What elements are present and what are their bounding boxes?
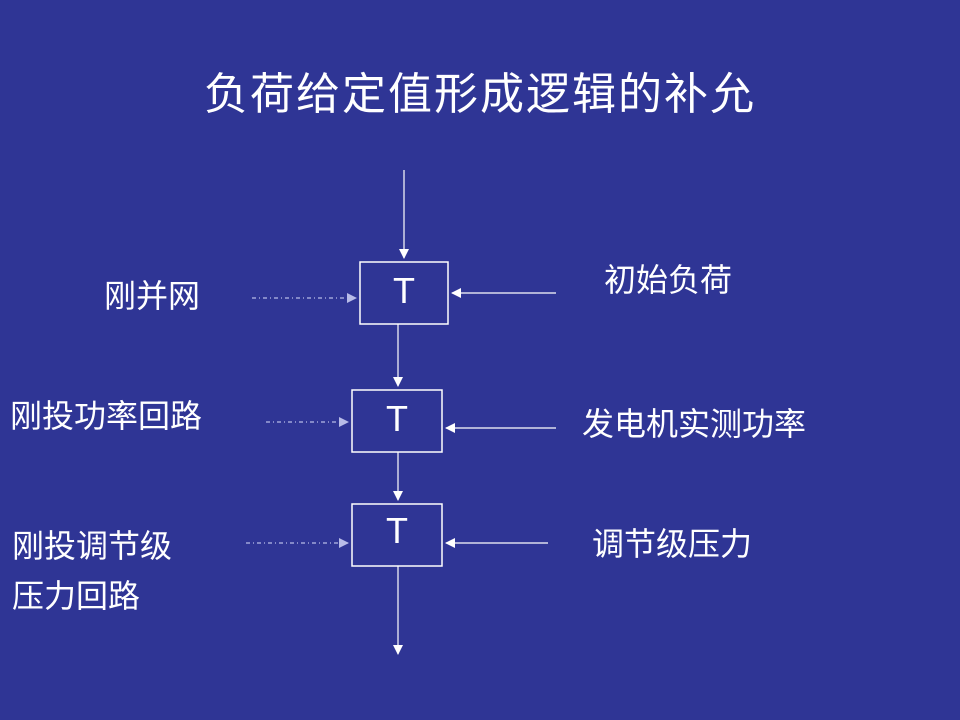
t-block-2 <box>351 389 443 453</box>
t-block-1-label: T <box>393 270 415 311</box>
left-input-label-3-line2: 压力回路 <box>12 577 141 615</box>
t-block-3 <box>351 503 443 567</box>
left-input-label-2: 刚投功率回路 <box>10 397 203 435</box>
left-input-label-1: 刚并网 <box>104 277 201 315</box>
right-input-label-3: 调节级压力 <box>592 525 753 563</box>
t-block-1 <box>359 261 449 325</box>
t-block-3-label: T <box>386 510 408 551</box>
left-input-label-3-line1: 刚投调节级 <box>12 527 173 565</box>
right-input-label-1: 初始负荷 <box>604 261 733 299</box>
right-input-label-2: 发电机实测功率 <box>582 405 807 443</box>
slide-title: 负荷给定值形成逻辑的补允 <box>204 69 756 120</box>
t-block-2-label: T <box>386 398 408 439</box>
